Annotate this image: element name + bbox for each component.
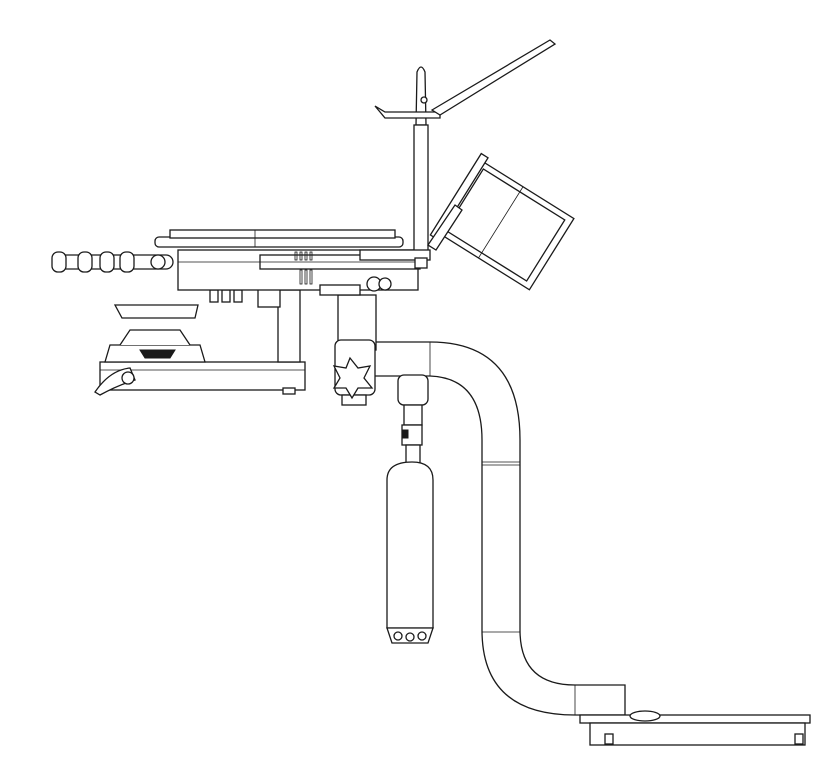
small-tray bbox=[113, 289, 243, 319]
handle[interactable] bbox=[51, 251, 174, 273]
basket-bracket bbox=[427, 204, 463, 251]
tilted-basket bbox=[429, 152, 575, 291]
tray bbox=[154, 229, 404, 248]
angled-rod bbox=[430, 39, 557, 116]
mast bbox=[359, 66, 441, 269]
star-knob[interactable] bbox=[332, 356, 374, 400]
cylinder bbox=[386, 374, 434, 644]
floor-plate bbox=[579, 710, 811, 746]
base-plate bbox=[94, 329, 306, 396]
